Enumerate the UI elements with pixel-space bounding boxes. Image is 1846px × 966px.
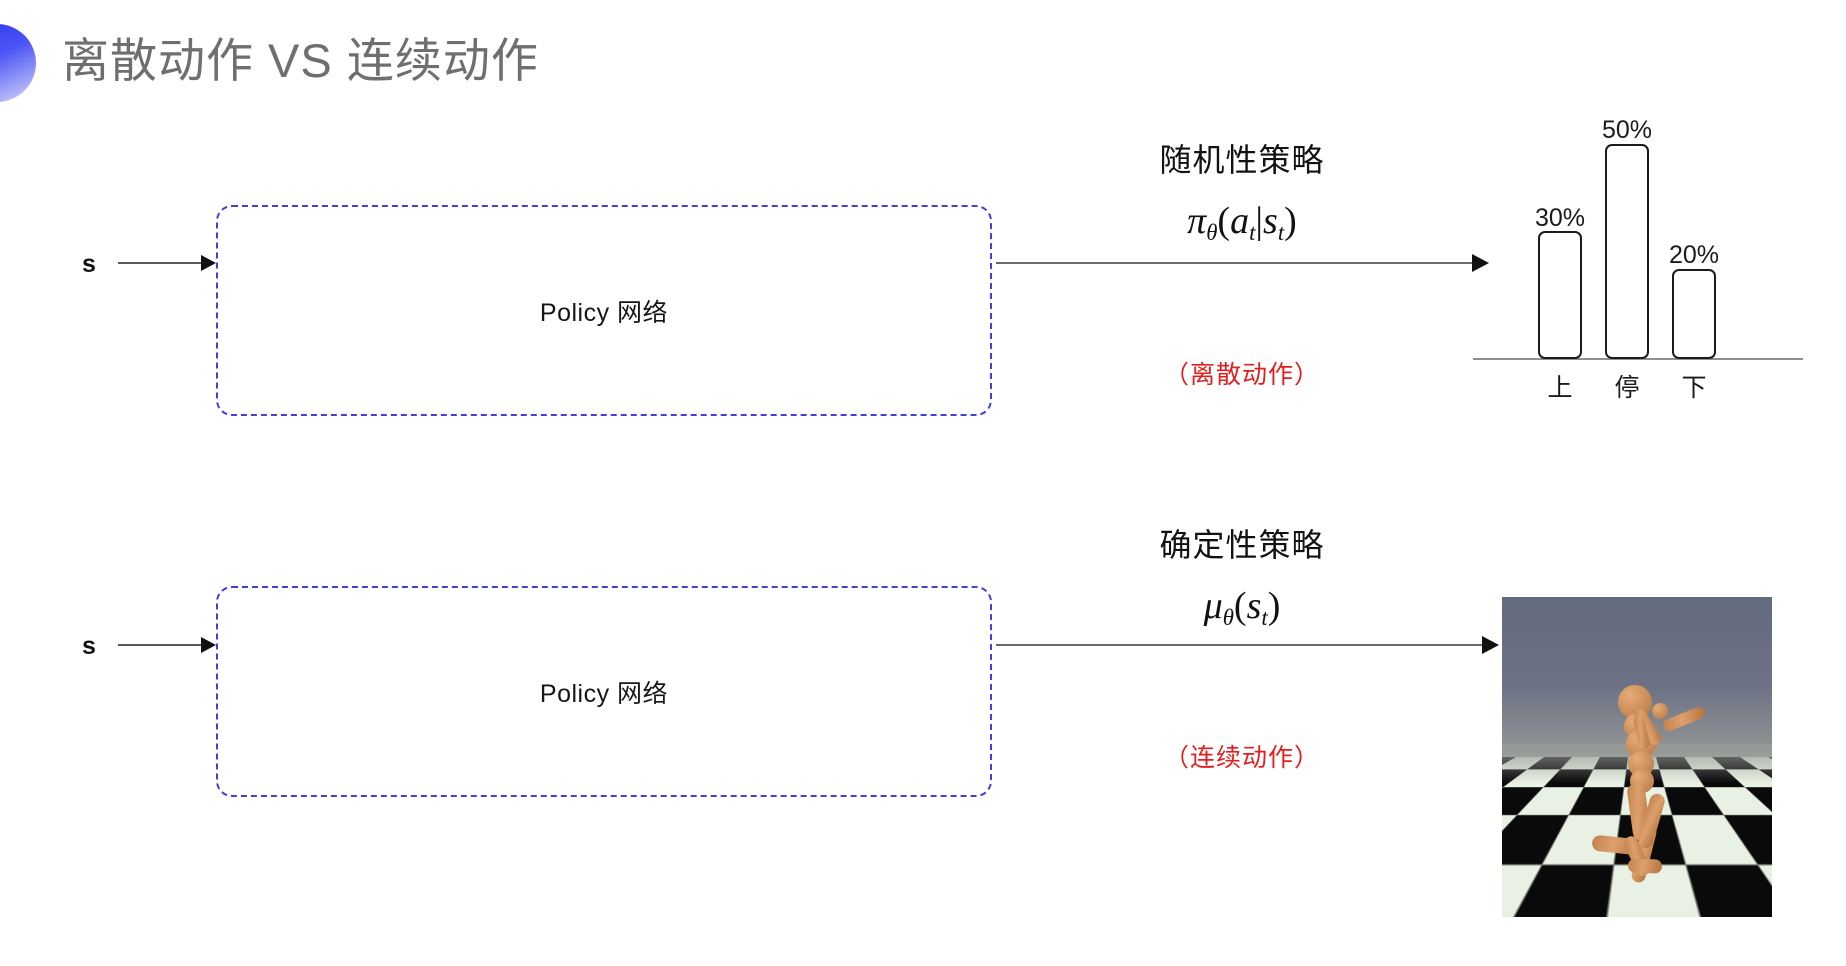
continuous-action-note: （连续动作） [1163,744,1320,772]
continuous-action-note-wrap: （连续动作） [1112,738,1372,774]
action-probability-bar-chart: 30% 上 50% 停 20% 下 [1470,96,1810,416]
bar-stop [1605,144,1649,359]
state-input-arrow-bottom [118,637,216,653]
bar-category-stop: 停 [1614,374,1640,402]
humanoid-simulation-image [1502,597,1772,917]
state-input-arrow-top [118,255,216,271]
humanoid-hand-right [1652,703,1668,719]
chart-baseline-axis [1473,358,1803,360]
policy-output-arrow-bottom [996,636,1499,654]
state-input-label-bottom: s [82,632,96,660]
bar-value-down: 20% [1668,241,1720,269]
state-input-label-top: s [82,250,96,278]
bar-value-up: 30% [1534,204,1586,232]
deterministic-policy-annotation: 确定性策略 μθ(st) [1112,520,1372,631]
discrete-action-note-wrap: （离散动作） [1112,355,1372,391]
discrete-action-row: s Policy 网络 随机性策略 πθ(at|st) （离散动作） 30% 上… [82,96,1810,416]
policy-network-label-bottom: Policy 网络 [539,679,669,708]
stochastic-policy-title: 随机性策略 [1159,142,1325,178]
bar-up [1538,231,1582,359]
policy-output-arrow-top [996,254,1489,272]
policy-network-box-bottom[interactable]: Policy 网络 [216,586,992,797]
page-title: 离散动作 VS 连续动作 [62,34,539,87]
bar-category-down: 下 [1681,374,1707,402]
bar-category-up: 上 [1547,374,1573,402]
deterministic-policy-formula: μθ(st) [1203,585,1281,631]
discrete-action-note: （离散动作） [1163,361,1320,389]
stochastic-policy-formula: πθ(at|st) [1187,200,1297,246]
stochastic-policy-annotation: 随机性策略 πθ(at|st) [1112,135,1372,246]
bar-value-stop: 50% [1601,116,1653,144]
policy-network-box-top[interactable]: Policy 网络 [216,205,992,416]
bar-down [1672,269,1716,359]
continuous-action-row: s Policy 网络 确定性策略 μθ(st) （连续动作） [0,480,1846,966]
humanoid-foot-left [1627,858,1663,874]
policy-network-label-top: Policy 网络 [539,298,669,327]
deterministic-policy-title: 确定性策略 [1159,527,1325,563]
